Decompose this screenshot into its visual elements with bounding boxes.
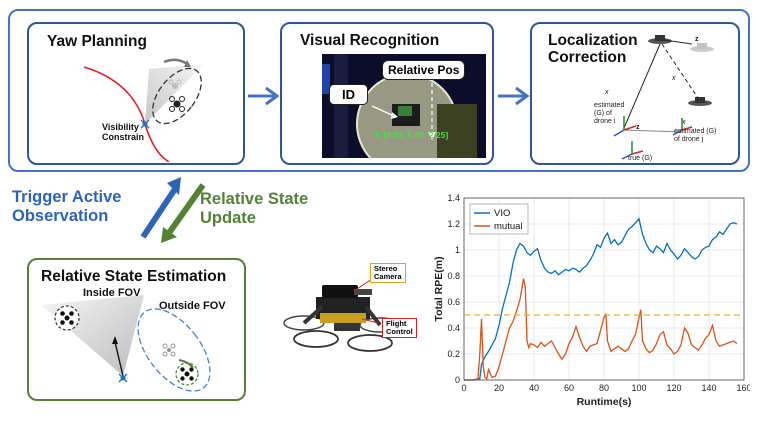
svg-text:z: z xyxy=(636,124,640,131)
stereo-camera-label: Stereo Camera xyxy=(370,263,406,283)
localization-correction-panel: Localization Correction x z x x z xyxy=(530,22,740,165)
x-tick-label: 0 xyxy=(461,383,466,393)
relative-state-estimation-title: Relative State Estimation xyxy=(41,268,227,285)
quadrotor-photo xyxy=(283,278,401,352)
y-tick-label: 1 xyxy=(455,245,460,255)
arrow-visual-to-localization-icon xyxy=(498,86,530,106)
localization-diagram: x z x x z xyxy=(604,35,714,160)
yaw-planning-panel: Yaw Planning Visibility Constrain xyxy=(27,22,245,165)
top-pipeline-frame xyxy=(8,9,750,172)
feedback-arrows-icon xyxy=(140,177,206,243)
label-estimated-drone-i: estimated (G) of drone i xyxy=(594,102,625,125)
rpe-chart: 0 20 40 60 80 100 120 140 160 0 0.2 0.4 0.6 0.8 1 1.2 1.… xyxy=(433,193,750,408)
pose-readout: T: [0.03, 0.01, 2.25] xyxy=(374,130,448,140)
inside-fov-label: Inside FOV xyxy=(83,287,141,299)
update-label-line1: Relative State xyxy=(200,190,309,208)
outside-fov-label: Outside FOV xyxy=(159,300,226,312)
svg-text:z: z xyxy=(695,36,699,43)
legend-label-mutual: mutual xyxy=(494,221,523,232)
y-tick-label: 0 xyxy=(455,375,460,385)
visual-recognition-panel: Visual Recognition Relative Pos ID T: [0… xyxy=(280,22,494,165)
chart-legend: VIO mutual xyxy=(469,203,529,235)
y-tick-label: 0.2 xyxy=(447,349,460,359)
drone-icon xyxy=(688,97,712,106)
drone-icon xyxy=(648,35,672,44)
y-tick-label: 0.8 xyxy=(447,271,460,281)
x-tick-label: 160 xyxy=(736,383,750,393)
trigger-label-line1: Trigger Active xyxy=(12,188,122,206)
label-true-g: true (G) xyxy=(628,155,653,162)
y-tick-label: 0.6 xyxy=(447,297,460,307)
observer-drone-icon xyxy=(140,119,150,129)
x-axis-label: Runtime(s) xyxy=(577,396,632,408)
observer-drone-icon xyxy=(118,373,128,383)
x-tick-label: 60 xyxy=(564,383,574,393)
y-tick-label: 1.2 xyxy=(447,219,460,229)
y-axis-label: Total RPE(m) xyxy=(433,256,445,321)
flight-control-label: Flight Control xyxy=(382,318,417,338)
visibility-label-1: Visibility xyxy=(102,122,139,132)
series-line-mutual xyxy=(464,278,738,381)
update-label: Relative State Update xyxy=(200,190,308,228)
y-tick-label: 0.4 xyxy=(447,323,460,333)
drone-icon xyxy=(180,367,194,381)
localization-title-line1: Localization xyxy=(548,32,638,49)
visual-recognition-title: Visual Recognition xyxy=(300,32,440,49)
svg-text:x: x xyxy=(671,75,676,82)
yaw-planning-illustration: Visibility Constrain xyxy=(83,58,204,162)
x-tick-label: 20 xyxy=(494,383,504,393)
y-tick-label: 1.4 xyxy=(447,193,460,203)
relative-state-estimation-panel: Relative State Estimation Inside FOV Out… xyxy=(27,258,246,401)
arrow-yaw-to-visual-icon xyxy=(248,86,280,106)
visibility-label-2: Constrain xyxy=(102,132,144,142)
x-tick-label: 40 xyxy=(529,383,539,393)
drone-icon xyxy=(169,96,185,112)
x-tick-label: 140 xyxy=(701,383,716,393)
series-line-vio xyxy=(464,217,738,381)
trigger-label-line2: Observation xyxy=(12,207,109,225)
svg-text:x: x xyxy=(681,119,686,126)
label-estimated-drone-j: estimated (G) of drone j xyxy=(674,128,717,143)
yaw-planning-title: Yaw Planning xyxy=(47,33,147,50)
localization-title-line2: Correction xyxy=(548,49,627,66)
svg-text:x: x xyxy=(604,89,609,96)
drone-icon xyxy=(60,311,74,325)
x-tick-label: 120 xyxy=(666,383,681,393)
x-tick-label: 100 xyxy=(631,383,646,393)
legend-label-vio: VIO xyxy=(494,208,510,219)
fov-illustration xyxy=(41,295,211,392)
x-tick-label: 80 xyxy=(599,383,609,393)
update-label-line2: Update xyxy=(200,209,256,227)
pose-readout-value: [0.03, 0.01, 2.25] xyxy=(383,130,449,140)
relative-pos-label: Relative Pos xyxy=(382,60,466,80)
trigger-label: Trigger Active Observation xyxy=(12,188,121,226)
id-label: ID xyxy=(329,84,368,105)
pose-readout-prefix: T: xyxy=(374,130,382,140)
